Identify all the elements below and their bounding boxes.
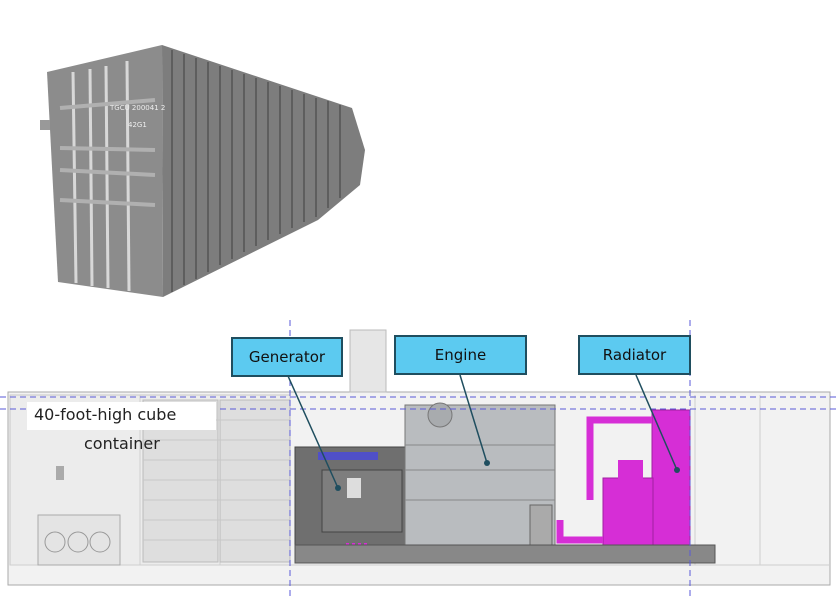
engine-callout: Engine	[394, 335, 527, 375]
container-photo: TGCU 200041 2 42G1	[40, 45, 365, 297]
container-label-background	[27, 402, 216, 430]
container-label-line2: container	[84, 434, 160, 453]
container-label: 40-foot-high cube	[34, 405, 177, 424]
container-marking: TGCU 200041 2	[109, 104, 165, 112]
radiator-callout: Radiator	[578, 335, 691, 375]
generator-callout: Generator	[231, 337, 343, 377]
container-marking: 42G1	[128, 121, 147, 129]
